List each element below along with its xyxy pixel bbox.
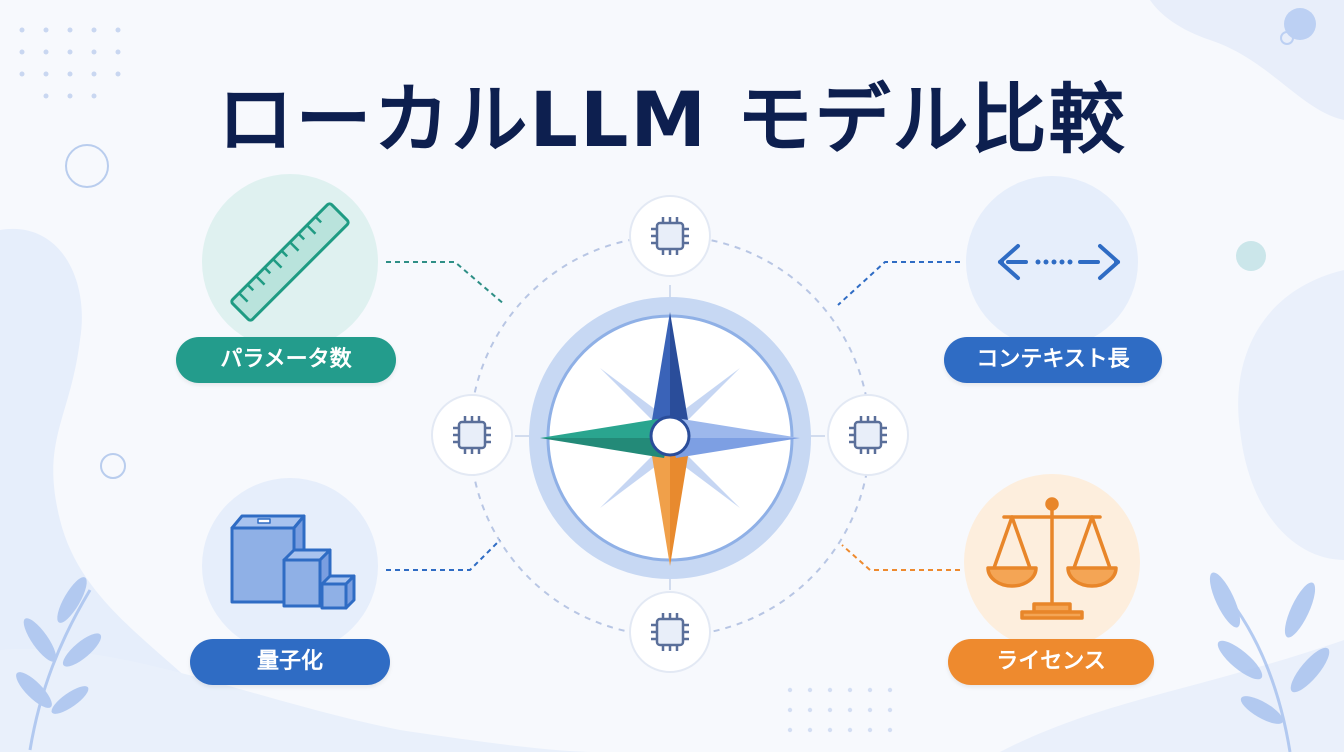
connector-quantization: [386, 539, 501, 571]
decorative-dot: [1280, 31, 1294, 45]
connector-context: [837, 261, 960, 306]
left-background-blob: [0, 228, 230, 752]
bottom-background-blob: [0, 648, 600, 752]
feature-license: [964, 474, 1140, 650]
decorative-dot: [1236, 241, 1266, 271]
decorative-ring: [65, 144, 109, 188]
leaf-decoration-right: [1209, 572, 1330, 752]
chip-node-top: [629, 195, 711, 277]
right-background-blob: [1238, 270, 1344, 560]
chip-icon: [849, 416, 887, 454]
feature-context: [966, 176, 1138, 348]
dot-grid-top-left: [19, 27, 121, 99]
feature-quantization: [202, 478, 378, 654]
double-arrow-icon: [998, 244, 1120, 280]
chip-icon: [651, 217, 689, 255]
page-title: ローカルLLM モデル比較: [217, 75, 1127, 164]
label-parameters: パラメータ数: [176, 337, 396, 383]
decorative-ring: [100, 453, 126, 479]
chip-node-left: [431, 394, 513, 476]
chip-icon: [651, 613, 689, 651]
chip-node-right: [827, 394, 909, 476]
connector-license: [841, 544, 960, 571]
compass-icon: [529, 297, 811, 579]
stacked-cubes-icon: [230, 514, 356, 610]
feature-parameters: [202, 174, 378, 350]
connector-parameters: [386, 261, 506, 306]
label-context: コンテキスト長: [944, 337, 1162, 383]
leaf-decoration-left: [16, 577, 102, 751]
ruler-icon: [230, 202, 350, 322]
chip-icon: [453, 416, 491, 454]
decorative-dot: [1284, 8, 1316, 40]
chip-node-bottom: [629, 591, 711, 673]
label-license: ライセンス: [948, 639, 1154, 685]
dot-grid-bottom: [787, 687, 893, 733]
scales-icon: [986, 497, 1118, 620]
label-quantization: 量子化: [190, 639, 390, 685]
